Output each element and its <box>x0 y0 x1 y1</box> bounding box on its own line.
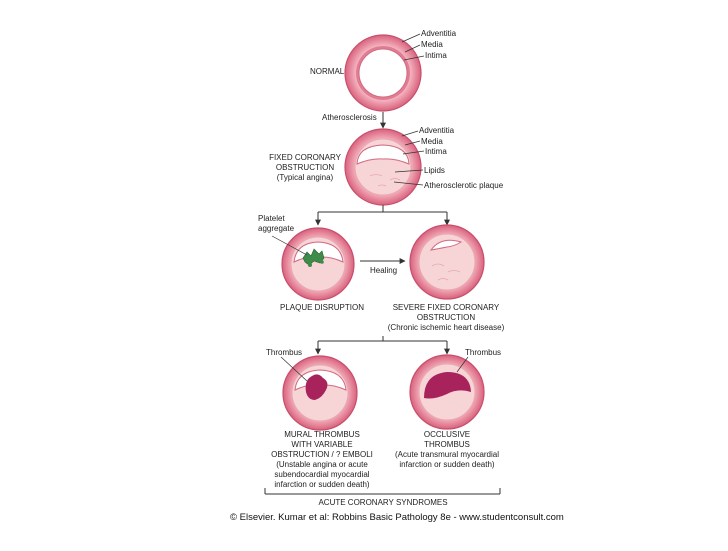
mural-caption-2: WITH VARIABLE <box>291 440 352 449</box>
thrombus-right-label: Thrombus <box>465 348 501 357</box>
fixed-caption-3: (Typical angina) <box>277 173 334 182</box>
mural-caption-1: MURAL THROMBUS <box>284 430 360 439</box>
mural-caption-6: infarction or sudden death) <box>274 480 370 489</box>
acs-label: ACUTE CORONARY SYNDROMES <box>318 498 447 507</box>
fixed-obstruction-vessel <box>344 128 422 206</box>
thrombus-right-leader <box>456 356 469 373</box>
fixed-caption-2: OBSTRUCTION <box>276 163 334 172</box>
atherosclerosis-label: Atherosclerosis <box>322 113 377 122</box>
mural-caption-4: (Unstable angina or acute <box>276 460 368 469</box>
thrombus-left-label: Thrombus <box>266 348 302 357</box>
normal-vessel <box>344 34 422 112</box>
occlusive-thrombus-vessel <box>409 354 485 430</box>
normal-label-adventitia: Adventitia <box>421 29 457 38</box>
mural-thrombus-vessel <box>282 355 358 431</box>
thrombus-left-leader <box>280 356 308 382</box>
healing-label: Healing <box>370 266 397 275</box>
fixed-label-intima: Intima <box>425 147 447 156</box>
plaque-disruption-vessel <box>281 227 355 301</box>
normal-label-media: Media <box>421 40 443 49</box>
platelet-label-2: aggregate <box>258 224 295 233</box>
platelet-label-1: Platelet <box>258 214 285 223</box>
severe-caption-3: (Chronic ischemic heart disease) <box>388 323 505 332</box>
mural-caption-5: subendocardial myocardial <box>274 470 369 479</box>
fixed-label-lipids: Lipids <box>424 166 445 175</box>
credit-line: © Elsevier. Kumar et al: Robbins Basic P… <box>230 512 564 523</box>
occlusive-caption-3: (Acute transmural myocardial <box>395 450 499 459</box>
branch-connector-2 <box>315 336 450 355</box>
fixed-label-plaque: Atherosclerotic plaque <box>424 181 504 190</box>
branch-connector-1 <box>315 205 450 226</box>
severe-caption-1: SEVERE FIXED CORONARY <box>393 303 500 312</box>
occlusive-caption-1: OCCLUSIVE <box>424 430 470 439</box>
occlusive-caption-2: THROMBUS <box>424 440 470 449</box>
fixed-leader-lines <box>393 130 425 186</box>
fixed-label-adventitia: Adventitia <box>419 126 455 135</box>
mural-thrombus-shape <box>305 374 328 400</box>
platelet-leader <box>271 235 308 256</box>
normal-label-intima: Intima <box>425 51 447 60</box>
mural-caption-3: OBSTRUCTION / ? EMBOLI <box>271 450 373 459</box>
severe-caption-2: OBSTRUCTION <box>417 313 475 322</box>
normal-caption: NORMAL <box>310 67 345 76</box>
fixed-caption-1: FIXED CORONARY <box>269 153 342 162</box>
acs-bracket <box>264 488 501 495</box>
severe-fixed-vessel <box>409 224 485 300</box>
fixed-label-media: Media <box>421 137 443 146</box>
occlusive-thrombus-shape <box>424 372 471 399</box>
occlusive-caption-4: infarction or sudden death) <box>399 460 495 469</box>
disruption-caption: PLAQUE DISRUPTION <box>280 303 364 312</box>
normal-leader-lines <box>401 33 425 61</box>
